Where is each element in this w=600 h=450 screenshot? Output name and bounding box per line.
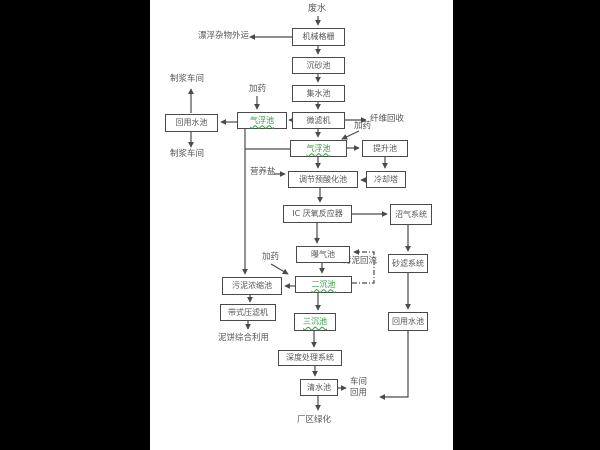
node-reuse-water-tank-left: 回用水池 (165, 114, 218, 132)
node-regulating-preacidification-tank: 调节预酸化池 (288, 171, 358, 188)
node-ic-anaerobic-reactor: IC 厌氧反应器 (283, 205, 352, 223)
label-workshop-reuse: 车间 回用 (350, 377, 367, 399)
node-grit-chamber: 沉砂池 (292, 57, 345, 74)
node-sand-filter-system: 砂滤系统 (388, 254, 428, 273)
node-sludge-thickener: 污泥浓缩池 (222, 277, 282, 295)
label-fiber-recovery: 纤维回收 (370, 114, 405, 124)
label-wastewater-inlet: 废水 (308, 4, 327, 14)
node-biogas-system: 沼气系统 (390, 204, 432, 225)
label-chemical-dosing-1: 加药 (249, 84, 267, 94)
node-flotation-tank-1: 气浮池 (237, 112, 287, 129)
label-sludge-return: 污泥回流 (343, 256, 378, 266)
label-workshop-reuse-line2: 回用 (350, 388, 368, 398)
label-nutrient-salt: 营养盐 (250, 167, 276, 177)
page-background (150, 0, 453, 450)
node-collection-tank: 集水池 (292, 85, 345, 102)
label-workshop-reuse-line1: 车间 (350, 377, 368, 387)
label-chemical-dosing-2: 加药 (354, 121, 372, 131)
node-clean-water-tank: 清水池 (300, 379, 338, 396)
node-secondary-clarifier: 二沉池 (295, 276, 352, 293)
node-cooling-tower: 冷却塔 (366, 171, 406, 188)
label-pulping-workshop-bottom: 制浆车间 (170, 149, 205, 159)
node-microfilter: 微滤机 (292, 112, 345, 129)
node-lift-tank: 提升池 (362, 140, 408, 157)
node-mechanical-screen: 机械格栅 (292, 28, 345, 46)
label-floating-debris-removal: 漂浮杂物外运 (198, 31, 250, 41)
node-reuse-water-tank-right: 回用水池 (388, 312, 428, 331)
label-mud-cake-disposal: 泥饼综合利用 (218, 333, 270, 343)
label-chemical-dosing-3: 加药 (262, 252, 280, 262)
sludge-return-dashed-line (352, 249, 375, 284)
label-pulping-workshop-top: 制浆车间 (170, 74, 205, 84)
node-aeration-tank: 曝气池 (296, 246, 350, 263)
node-tertiary-clarifier: 三沉池 (294, 313, 336, 331)
node-advanced-treatment-system: 深度处理系统 (278, 350, 342, 366)
node-flotation-tank-2: 气浮池 (290, 140, 347, 157)
label-plant-greening: 厂区绿化 (297, 415, 332, 425)
node-belt-filter-press: 带式压滤机 (220, 304, 276, 321)
